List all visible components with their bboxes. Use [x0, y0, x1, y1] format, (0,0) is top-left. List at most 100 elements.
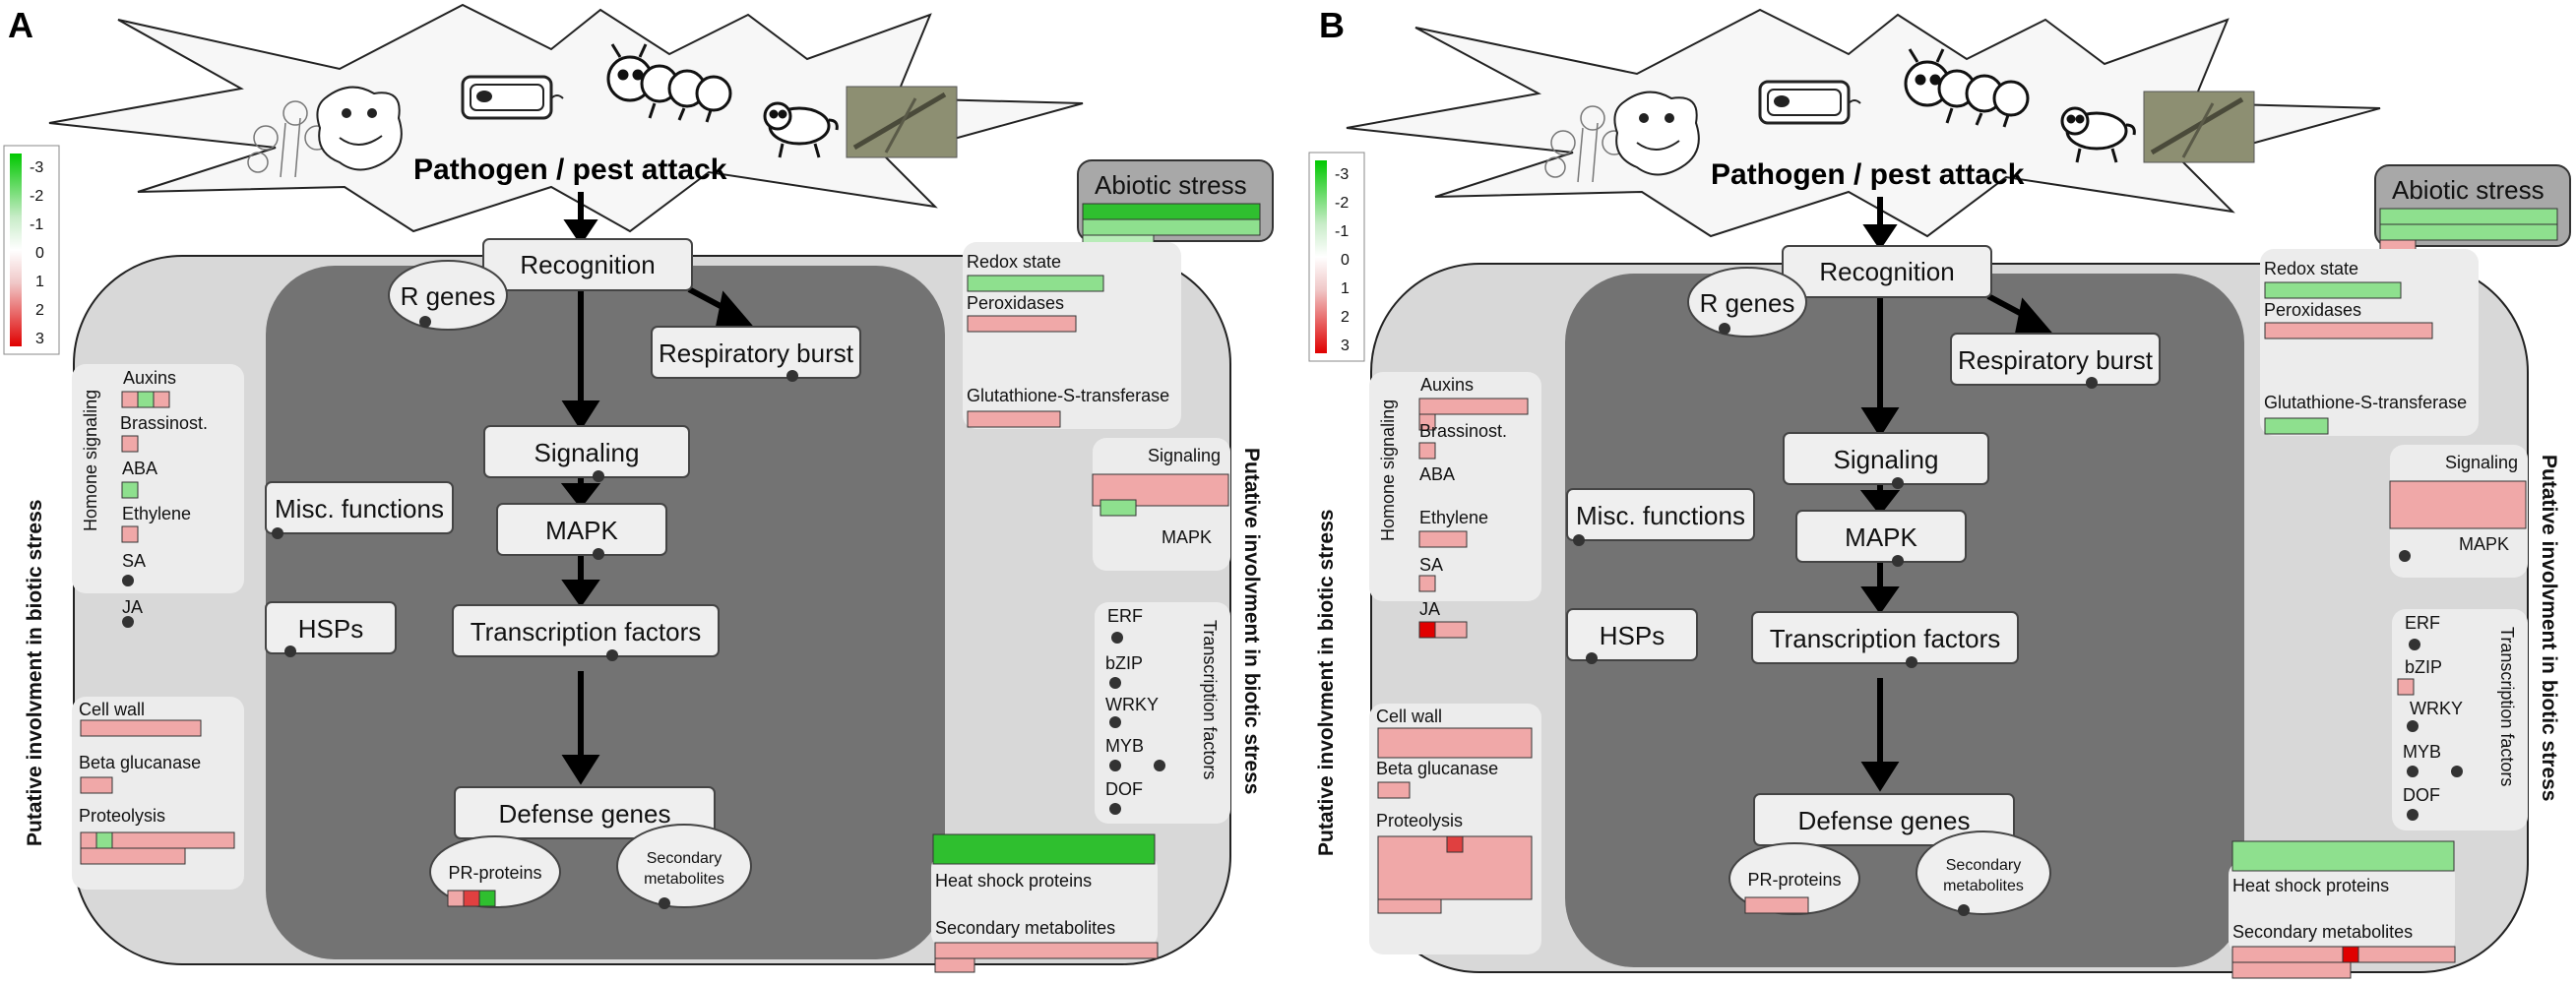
- transcription-factors-box: ERF bZIP WRKY MYB DOF Transcription fact…: [1095, 602, 1230, 824]
- gst-grid: [967, 410, 1061, 428]
- node-pr-proteins: PR-proteins: [429, 835, 561, 908]
- abiotic-label: Abiotic stress: [1095, 170, 1247, 200]
- scale-tick: 0: [1341, 252, 1350, 269]
- tf-dof: DOF: [2403, 785, 2440, 805]
- hormone-aba: ABA: [122, 459, 157, 478]
- proteolysis-label: Proteolysis: [1376, 811, 1463, 830]
- redox-state-grid: [967, 275, 1104, 292]
- peroxidases-label: Peroxidases: [2264, 300, 2361, 320]
- node-defense-genes-label: Defense genes: [1798, 806, 1971, 835]
- left-side-label: Putative involvment in biotic stress: [1315, 510, 1338, 856]
- cell-wall-box: Cell wall Beta glucanase Proteolysis: [1369, 704, 1541, 954]
- tf-erf: ERF: [2405, 613, 2440, 633]
- beta-glucanase-grid: [80, 776, 113, 794]
- node-recognition-label: Recognition: [520, 250, 655, 279]
- secondary-line1: Secondary: [647, 850, 723, 867]
- cell-wall-box: Cell wall Beta glucanase Proteolysis: [72, 697, 244, 890]
- proteolysis-grid: [80, 831, 235, 865]
- tf-myb: MYB: [1105, 736, 1144, 756]
- node-mapk: MAPK: [1795, 510, 1967, 567]
- node-r-genes: R genes: [1687, 267, 1807, 338]
- abiotic-stress-box: Abiotic stress: [2374, 164, 2571, 255]
- insect-photo-icon: [2143, 91, 2255, 163]
- cell-wall-grid: [80, 719, 202, 737]
- color-scale-legend: -3 -2 -1 0 1 2 3: [3, 145, 60, 355]
- hormone-ja: JA: [1419, 599, 1440, 619]
- redox-box: Redox state Peroxidases Glutathione-S-tr…: [2260, 249, 2479, 436]
- node-mapk-label: MAPK: [545, 516, 618, 545]
- aba-gene: [121, 481, 139, 499]
- scale-tick: 3: [1341, 338, 1350, 354]
- scale-tick: -1: [30, 216, 43, 233]
- hormone-brassinost: Brassinost.: [120, 413, 208, 433]
- node-hsps-label: HSPs: [1600, 621, 1665, 650]
- caterpillar-icon: [606, 43, 732, 123]
- bacterium-icon: [461, 75, 564, 120]
- hormone-signaling-box: Homone signaling Auxins Brassinost. ABA …: [1369, 372, 1541, 639]
- signaling-box-title: Signaling: [2445, 453, 2518, 472]
- hormone-ethylene: Ethylene: [122, 504, 191, 523]
- signaling-box: Signaling MAPK: [1092, 438, 1230, 571]
- caterpillar-icon: [1904, 48, 2030, 128]
- node-hsps: HSPs: [1566, 608, 1698, 664]
- heat-shock-box: Heat shock proteins Secondary metabolite…: [931, 833, 1159, 973]
- panel-letter: B: [1319, 5, 1345, 45]
- redox-state-grid: [2264, 281, 2402, 299]
- node-pr-proteins-label: PR-proteins: [448, 863, 541, 883]
- tf-bzip: bZIP: [1105, 653, 1143, 673]
- node-signaling-label: Signaling: [1834, 445, 1939, 474]
- node-misc-functions-label: Misc. functions: [275, 494, 444, 523]
- ethylene-gene: [1418, 530, 1468, 548]
- signaling-box: Signaling MAPK: [2389, 445, 2528, 578]
- node-secondary-metabolites: Secondary metabolites: [1916, 830, 2051, 916]
- auxins-grid: [1418, 398, 1529, 415]
- color-scale-legend: -3 -2 -1 0 1 2 3: [1308, 152, 1365, 362]
- hormone-sa: SA: [1419, 555, 1443, 575]
- scale-tick: 1: [1341, 280, 1350, 297]
- tf-dof: DOF: [1105, 779, 1143, 799]
- gst-grid: [2264, 417, 2329, 435]
- mapk-grid: [1100, 499, 1137, 517]
- redox-state-label: Redox state: [967, 252, 1061, 272]
- signaling-box-mapk: MAPK: [1162, 527, 1212, 547]
- abiotic-label: Abiotic stress: [2392, 175, 2545, 205]
- hormone-title: Homone signaling: [81, 390, 100, 531]
- node-respiratory-burst-label: Respiratory burst: [1958, 345, 2154, 375]
- secondary-box-label: Secondary metabolites: [2232, 922, 2413, 942]
- scale-tick: -2: [1335, 195, 1349, 212]
- redox-box: Redox state Peroxidases Glutathione-S-tr…: [963, 242, 1181, 429]
- node-recognition: Recognition: [482, 238, 693, 291]
- scale-tick: 2: [35, 302, 44, 319]
- ethylene-gene: [121, 525, 139, 543]
- hormone-aba: ABA: [1419, 464, 1455, 484]
- secondary-box-label: Secondary metabolites: [935, 918, 1115, 938]
- node-r-genes-label: R genes: [1700, 288, 1795, 318]
- tf-wrky: WRKY: [1105, 695, 1159, 714]
- hormone-brassinost: Brassinost.: [1419, 421, 1507, 441]
- node-transcription-factors-label: Transcription factors: [1770, 624, 2001, 653]
- right-side-label: Putative involvment in biotic stress: [2538, 455, 2560, 801]
- plant-sketch-icon: [1544, 105, 1627, 183]
- node-r-genes-label: R genes: [401, 281, 496, 311]
- scale-tick: 0: [35, 245, 44, 262]
- redox-state-label: Redox state: [2264, 259, 2358, 278]
- panel-letter: A: [8, 5, 33, 45]
- monster-face-icon: [1613, 91, 1700, 176]
- hormone-signaling-box: Homone signaling Auxins Brassinost. ABA …: [72, 364, 244, 628]
- tf-bzip: bZIP: [2405, 657, 2442, 677]
- secondary-grid: [934, 942, 1159, 959]
- scale-tick: 1: [35, 274, 44, 290]
- scale-tick: -3: [30, 159, 43, 176]
- flow-arrows: [1859, 197, 2054, 792]
- node-r-genes: R genes: [388, 260, 508, 331]
- secondary-line1: Secondary: [1946, 857, 2022, 874]
- beta-glucanase-label: Beta glucanase: [79, 753, 201, 772]
- scale-tick: -1: [1335, 223, 1349, 240]
- bug-creature-icon: [763, 101, 839, 158]
- cell-wall-grid: [1377, 727, 1533, 759]
- node-secondary-metabolites: Secondary metabolites: [616, 824, 752, 909]
- node-respiratory-burst-label: Respiratory burst: [659, 338, 854, 368]
- left-side-label: Putative involvment in biotic stress: [24, 500, 46, 846]
- node-misc-functions-label: Misc. functions: [1576, 501, 1745, 530]
- node-transcription-factors: Transcription factors: [1751, 611, 2019, 668]
